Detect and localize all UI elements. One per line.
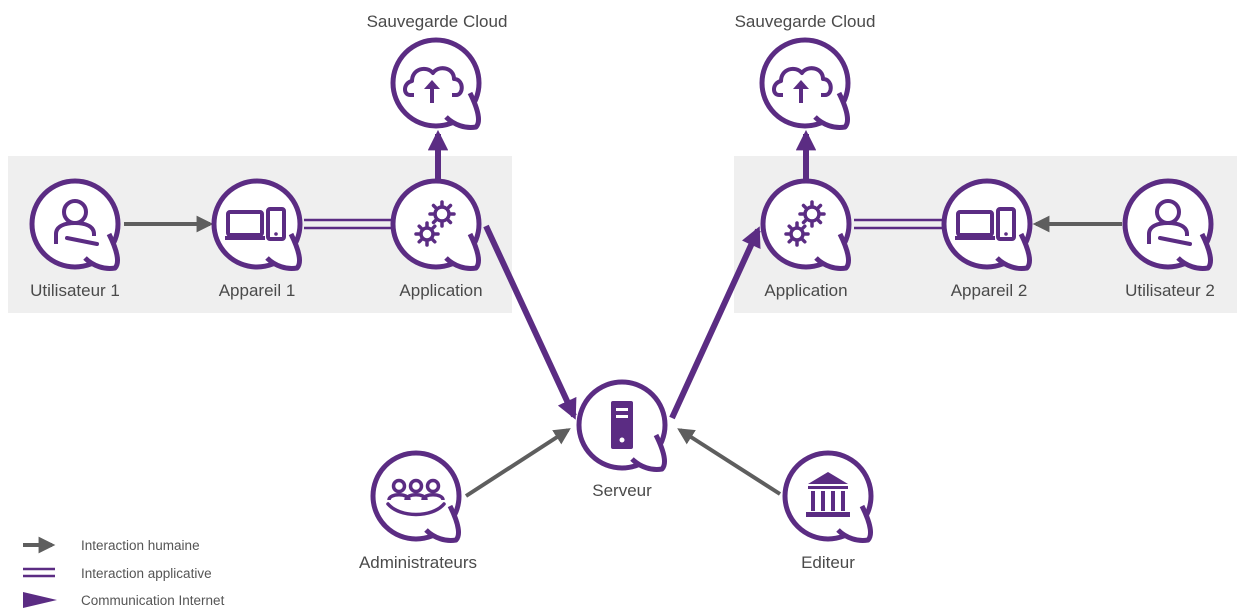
node-app2 [763,181,849,269]
label-cloud-right: Sauvegarde Cloud [735,12,876,31]
label-admins: Administrateurs [359,553,477,572]
edge-editor-server [677,428,782,496]
node-cloud-left [393,40,479,128]
legend-app-label: Interaction applicative [81,566,212,581]
legend-app-line-icon [23,567,55,578]
label-editor: Editeur [801,553,855,572]
legend: Interaction humaine Interaction applicat… [23,536,225,608]
node-editor [785,453,871,541]
label-cloud-left: Sauvegarde Cloud [367,12,508,31]
label-user1: Utilisateur 1 [30,281,120,300]
node-app1 [393,181,479,269]
edge-admins-server [464,428,571,498]
label-app2: Application [764,281,847,300]
legend-internet-label: Communication Internet [81,593,225,608]
edge-server-app2 [669,226,761,420]
node-server [579,382,665,470]
node-device2 [944,181,1030,269]
node-cloud-right [762,40,848,128]
node-admins [373,453,459,541]
label-server: Serveur [592,481,652,500]
label-device1: Appareil 1 [219,281,296,300]
edge-device1-app1 [304,218,392,230]
node-user1 [32,181,118,269]
legend-internet-arrow-icon [23,592,57,608]
legend-human-label: Interaction humaine [81,538,200,553]
label-app1: Application [399,281,482,300]
label-user2: Utilisateur 2 [1125,281,1215,300]
label-device2: Appareil 2 [951,281,1028,300]
node-device1 [214,181,300,269]
server-icon [611,401,633,449]
node-user2 [1125,181,1211,269]
edge-app1-server [483,224,577,420]
edge-app2-device2 [854,218,944,230]
